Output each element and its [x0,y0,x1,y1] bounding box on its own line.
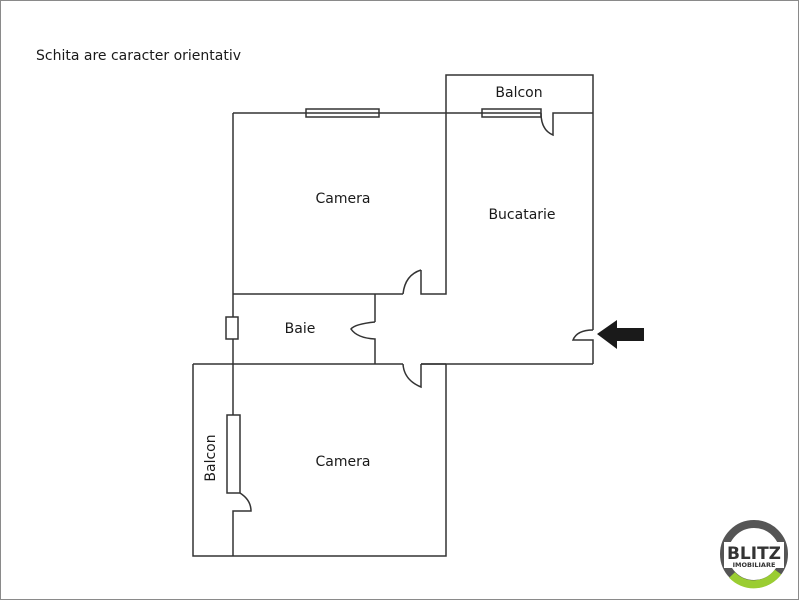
room-label-bucatarie: Bucatarie [488,207,555,223]
blitz-imobiliare-logo: BLITZ IMOBILIARE [720,520,788,589]
camera-1-window [305,108,380,118]
room-label-balcon-top: Balcon [495,85,542,101]
logo-brand-text: BLITZ [727,544,781,564]
entrance-door-swing [571,329,594,364]
balcony-left-door-swing [232,492,252,556]
camera-bucatarie-wall [420,113,447,295]
balcon-top-walls [445,74,594,113]
room-label-camera-1: Camera [316,191,371,207]
entrance-arrow-icon [597,320,644,349]
logo-accent-arc-icon [729,569,782,589]
camera-1-door-swing [402,269,422,295]
camera-2-window [226,414,241,494]
room-label-balcon-left: Balcon [203,434,219,481]
camera-2-walls [192,363,447,557]
balcony-door-swing [540,112,593,137]
room-label-camera-2: Camera [316,454,371,470]
baie-window [225,316,239,340]
disclaimer-caption: Schita are caracter orientativ [36,48,242,64]
logo-subtitle-text: IMOBILIARE [733,561,776,569]
room-label-baie: Baie [285,321,316,337]
baie-door-swing [350,321,376,364]
camera-2-door-swing [402,363,422,389]
